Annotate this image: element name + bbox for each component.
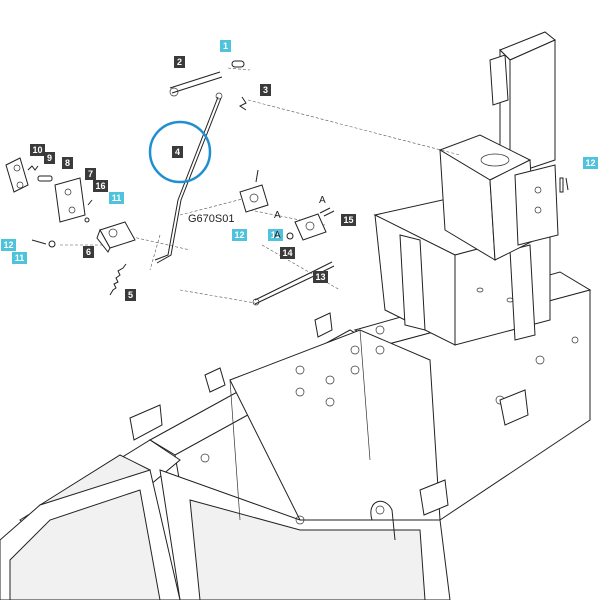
callout-box: [44, 152, 55, 164]
callout-box: [341, 214, 356, 226]
callout-label: 11: [271, 230, 281, 240]
callout-15: 15: [341, 214, 356, 226]
callout-1: 1: [220, 40, 231, 52]
callout-9: 9: [44, 152, 55, 164]
callout-box: [109, 192, 124, 204]
callout-box: [93, 180, 108, 192]
callout-box: [313, 271, 328, 283]
callout-7: 7: [85, 168, 96, 180]
steering-tower: [373, 31, 564, 346]
part-2-link: [169, 71, 223, 97]
callout-box: [280, 247, 295, 259]
callout-11: 11: [268, 229, 283, 241]
frame-holes: [200, 325, 579, 525]
part-5-spring: [109, 263, 127, 296]
callout-box: [260, 84, 271, 96]
callout-2: 2: [174, 56, 185, 68]
callout-box: [268, 229, 283, 241]
linkage-bracket: [239, 169, 269, 213]
callout-11: 11: [109, 192, 124, 204]
callout-box: [125, 289, 136, 301]
callout-label: 1: [223, 41, 228, 51]
ref-label-a-3: A: [274, 230, 281, 241]
ref-label-a-2: A: [319, 195, 326, 206]
part-7-plate: [54, 177, 86, 223]
part-6-bracket: [96, 221, 136, 253]
highlight-circle: [148, 120, 212, 184]
callout-box: [12, 252, 27, 264]
callout-12: 12: [232, 229, 247, 241]
callout-box: [220, 40, 231, 52]
callout-box: [62, 157, 73, 169]
callout-box: [1, 239, 16, 251]
callout-label: 12: [3, 240, 13, 250]
callout-label: 14: [282, 248, 292, 258]
callout-label: 8: [65, 158, 70, 168]
callout-label: 11: [112, 193, 122, 203]
callout-10: 10: [30, 144, 45, 156]
part-13-rod: [252, 261, 335, 306]
callout-label: 12: [234, 230, 244, 240]
callout-3: 3: [260, 84, 271, 96]
callout-8: 8: [62, 157, 73, 169]
callout-label: 6: [86, 247, 91, 257]
part-10-pedal: [5, 157, 29, 193]
callout-11: 11: [12, 252, 27, 264]
chassis-frame: [0, 271, 592, 600]
callout-label: 4: [175, 147, 180, 157]
callout-14: 14: [280, 247, 295, 259]
part-9-spring: [27, 165, 39, 171]
callout-label: 12: [585, 158, 595, 168]
callout-box: [30, 144, 45, 156]
callout-label: 3: [263, 85, 268, 95]
callout-label: 16: [95, 181, 105, 191]
callout-4: 4: [172, 146, 183, 158]
part-4-rod: [154, 92, 223, 264]
callout-box: [174, 56, 185, 68]
callout-12: 12: [583, 157, 598, 169]
callout-box: [172, 146, 183, 158]
callout-box: [232, 229, 247, 241]
callout-label: 11: [15, 253, 25, 263]
callout-label: 9: [47, 153, 52, 163]
part-1-pin: [231, 60, 245, 68]
callout-label: 10: [32, 145, 42, 155]
callout-label: 2: [177, 57, 182, 67]
ref-label-a-1: A: [274, 210, 281, 221]
callout-13: 13: [313, 271, 328, 283]
callout-label: 13: [315, 272, 325, 282]
part-3-clip: [239, 96, 247, 111]
callout-box: [83, 246, 94, 258]
diagram-code: G670S01: [188, 213, 234, 225]
callout-label: 7: [88, 169, 93, 179]
callout-12: 12: [1, 239, 16, 251]
callout-box: [583, 157, 598, 169]
part-14-bracket: [294, 213, 327, 241]
callout-16: 16: [93, 180, 108, 192]
callout-5: 5: [125, 289, 136, 301]
part-8-pin: [37, 175, 53, 182]
callout-label: 5: [128, 290, 133, 300]
callout-label: 15: [343, 215, 353, 225]
callout-box: [85, 168, 96, 180]
callout-6: 6: [83, 246, 94, 258]
